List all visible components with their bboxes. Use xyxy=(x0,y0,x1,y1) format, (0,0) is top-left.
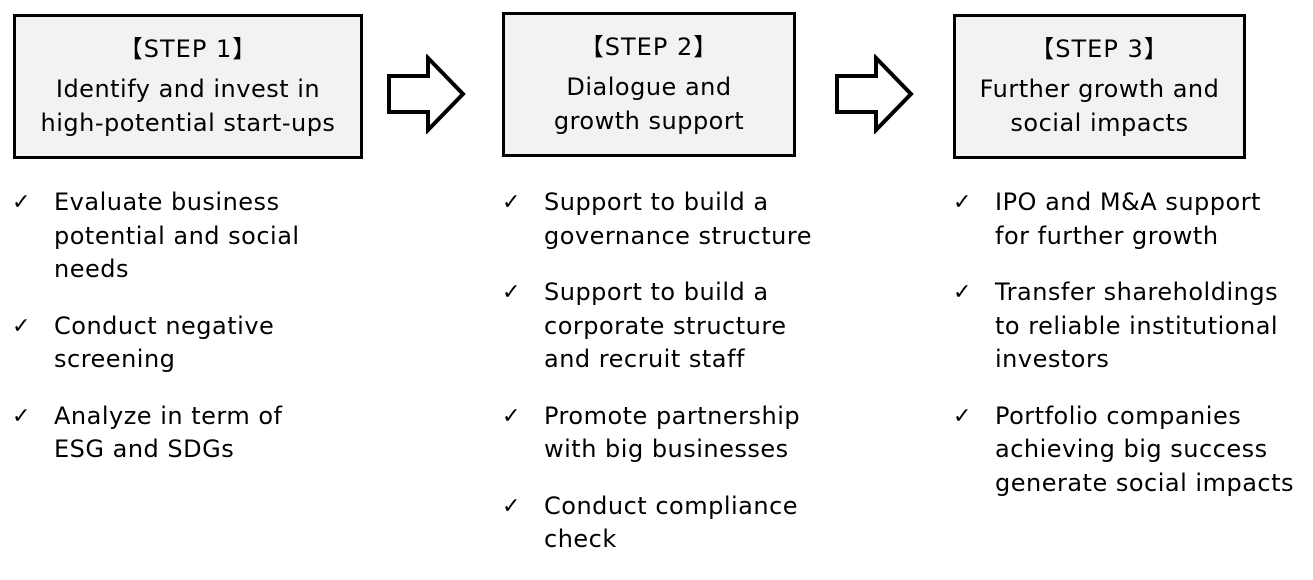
list-item-text: IPO and M&A support for further growth xyxy=(995,188,1261,250)
step-1-bullet-list: ✓ Evaluate business potential and social… xyxy=(12,186,342,490)
step-3-label: 【STEP 3】 xyxy=(1030,34,1169,63)
check-icon: ✓ xyxy=(502,280,521,305)
step-1-box: 【STEP 1】 Identify and invest in high-pot… xyxy=(13,14,363,159)
check-icon: ✓ xyxy=(12,313,31,339)
check-icon: ✓ xyxy=(502,493,521,519)
step-2-label: 【STEP 2】 xyxy=(579,32,719,61)
list-item-text: Support to build a corporate structure a… xyxy=(544,278,787,373)
check-icon: ✓ xyxy=(12,190,31,215)
list-item-text: Analyze in term of ESG and SDGs xyxy=(54,401,283,464)
step-1-title: Identify and invest in high-potential st… xyxy=(23,72,353,140)
step-2-box: 【STEP 2】 Dialogue and growth support xyxy=(502,12,796,157)
list-item-text: Evaluate business potential and social n… xyxy=(54,188,300,283)
step-2-title: Dialogue and growth support xyxy=(539,70,759,138)
check-icon: ✓ xyxy=(953,190,972,215)
list-item: ✓ Analyze in term of ESG and SDGs xyxy=(12,400,342,467)
check-icon: ✓ xyxy=(953,280,972,305)
list-item-text: Conduct negative screening xyxy=(54,311,275,374)
list-item: ✓ Portfolio companies achieving big succ… xyxy=(953,400,1313,501)
check-icon: ✓ xyxy=(953,403,972,429)
list-item: ✓ Support to build a corporate structure… xyxy=(502,276,832,377)
check-icon: ✓ xyxy=(502,403,521,429)
step-3-bullet-list: ✓ IPO and M&A support for further growth… xyxy=(953,186,1313,523)
list-item: ✓ Conduct compliance check xyxy=(502,490,832,557)
right-arrow-icon xyxy=(835,54,914,134)
list-item-text: Transfer shareholdings to reliable insti… xyxy=(995,278,1279,373)
list-item: ✓ Evaluate business potential and social… xyxy=(12,186,342,287)
step-1-title-text: Identify and invest in high-potential st… xyxy=(40,74,336,137)
step-2-bullet-list: ✓ Support to build a governance structur… xyxy=(502,186,832,580)
step-3-title: Further growth and social impacts xyxy=(965,72,1235,140)
list-item: ✓ Conduct negative screening xyxy=(12,310,342,377)
list-item-text: Conduct compliance check xyxy=(544,491,799,554)
list-item-text: Portfolio companies achieving big succes… xyxy=(995,401,1295,497)
check-icon: ✓ xyxy=(12,403,31,429)
list-item: ✓ Transfer shareholdings to reliable ins… xyxy=(953,276,1313,377)
list-item: ✓ IPO and M&A support for further growth xyxy=(953,186,1313,253)
list-item: ✓ Support to build a governance structur… xyxy=(502,186,832,253)
step-1-label: 【STEP 1】 xyxy=(118,34,258,63)
step-3-box: 【STEP 3】 Further growth and social impac… xyxy=(953,14,1246,159)
list-item-text: Promote partnership with big businesses xyxy=(544,401,801,464)
step-3-title-text: Further growth and social impacts xyxy=(979,74,1220,137)
check-icon: ✓ xyxy=(502,190,521,215)
list-item-text: Support to build a governance structure xyxy=(544,188,812,250)
list-item: ✓ Promote partnership with big businesse… xyxy=(502,400,832,467)
right-arrow-icon xyxy=(387,54,466,134)
step-2-title-text: Dialogue and growth support xyxy=(553,72,745,135)
